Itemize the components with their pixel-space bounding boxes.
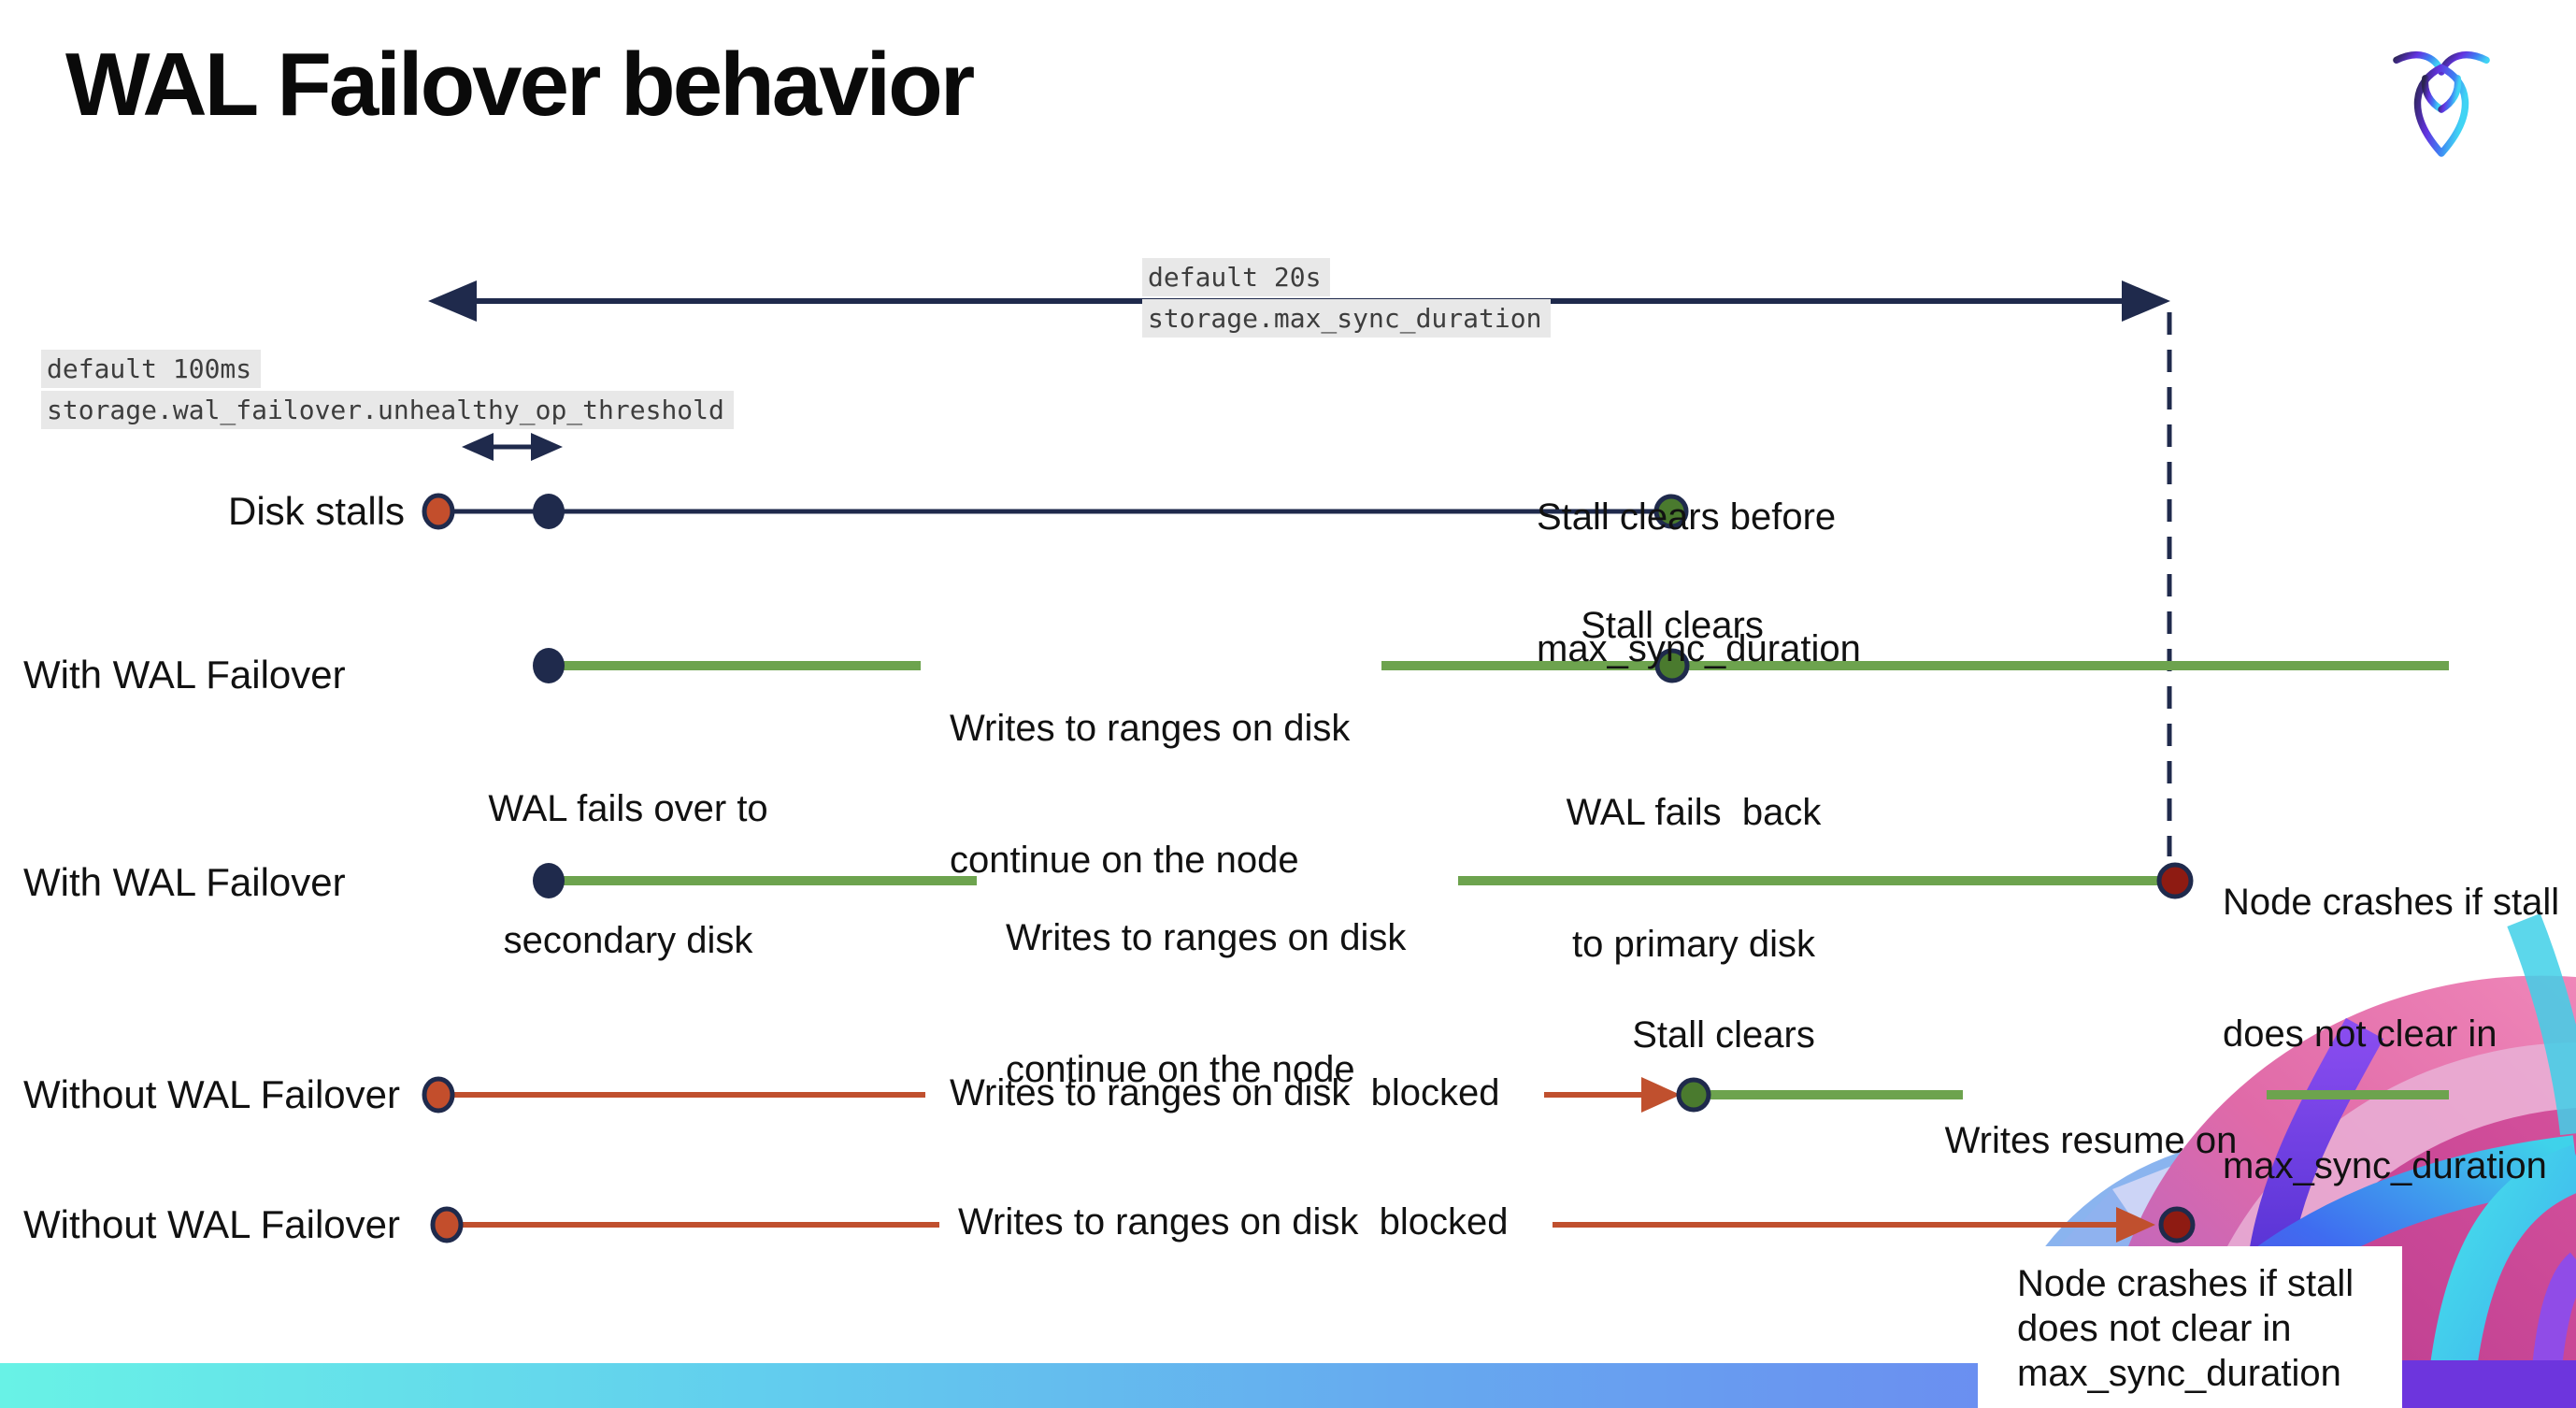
row-label-without-wal-2: Without WAL Failover — [23, 1202, 400, 1246]
crash-dot — [2156, 862, 2194, 899]
row-label-with-wal-1: With WAL Failover — [23, 653, 346, 697]
max-sync-default-label: default 20s — [1142, 258, 1331, 296]
crash-dot — [2158, 1206, 2196, 1243]
with-wal-failover-timeline-2 — [533, 862, 2194, 899]
row-label-without-wal-1: Without WAL Failover — [23, 1072, 400, 1116]
threshold-setting-name: storage.wal_failover.unhealthy_op_thresh… — [41, 391, 734, 429]
stall-start-dot — [422, 1076, 455, 1113]
stall-clears-before-label: Stall clears before max_sync_duration — [1537, 496, 1861, 669]
disk-stalls-timeline — [422, 493, 1689, 530]
unhealthy-threshold-arrow — [462, 433, 563, 461]
cyan-arc — [2426, 1144, 2576, 1408]
purple-bottom-bar — [2396, 1360, 2576, 1408]
without-wal-failover-timeline-2 — [430, 1206, 2196, 1243]
with-wal-failover-timeline-1 — [533, 648, 2449, 683]
row-label-disk-stalls: Disk stalls — [228, 489, 406, 533]
stall-start-dot — [422, 493, 455, 530]
wal-fails-over-label: WAL fails over to secondary disk — [488, 788, 768, 961]
writes-continue-label-2: Writes to ranges on disk continue on the… — [1006, 917, 1407, 1090]
failover-dot — [533, 648, 565, 683]
row-label-with-wal-2: With WAL Failover — [23, 860, 346, 904]
node-crashes-label-1: Node crashes if stall does not clear in … — [2223, 882, 2560, 1186]
wal-fails-back-label: WAL fails back to primary disk — [1566, 792, 1822, 965]
red-arrowhead — [1641, 1077, 1681, 1113]
node-crashes-label-2: Node crashes if stall does not clear in … — [2017, 1263, 2354, 1394]
red-arrowhead — [2116, 1207, 2155, 1243]
writes-blocked-label-2: Writes to ranges on disk blocked — [958, 1201, 1509, 1243]
writes-blocked-label-1: Writes to ranges on disk blocked — [950, 1072, 1500, 1113]
writes-continue-label-1: Writes to ranges on disk continue on the… — [950, 708, 1351, 881]
without-wal-failover-timeline-1 — [422, 1076, 2449, 1113]
stall-clears-label-2: Stall clears — [1632, 1014, 1815, 1056]
cockroachdb-logo-icon — [2393, 51, 2490, 157]
stall-clear-dot — [1654, 648, 1690, 683]
stall-clears-label-1: Stall clears — [1581, 605, 1764, 646]
stall-start-dot — [430, 1206, 464, 1243]
page-title: WAL Failover behavior — [65, 35, 975, 135]
stall-clear-dot — [1653, 494, 1689, 529]
failover-dot — [533, 863, 565, 898]
threshold-dot — [533, 494, 565, 529]
max-sync-setting-name: storage.max_sync_duration — [1142, 299, 1552, 338]
cyan-edge-arc — [2507, 913, 2576, 1136]
stall-clear-dot — [1676, 1077, 1711, 1113]
node-crashes-note-box: Node crashes if stall does not clear in … — [1978, 1246, 2402, 1408]
threshold-default-label: default 100ms — [41, 350, 262, 388]
